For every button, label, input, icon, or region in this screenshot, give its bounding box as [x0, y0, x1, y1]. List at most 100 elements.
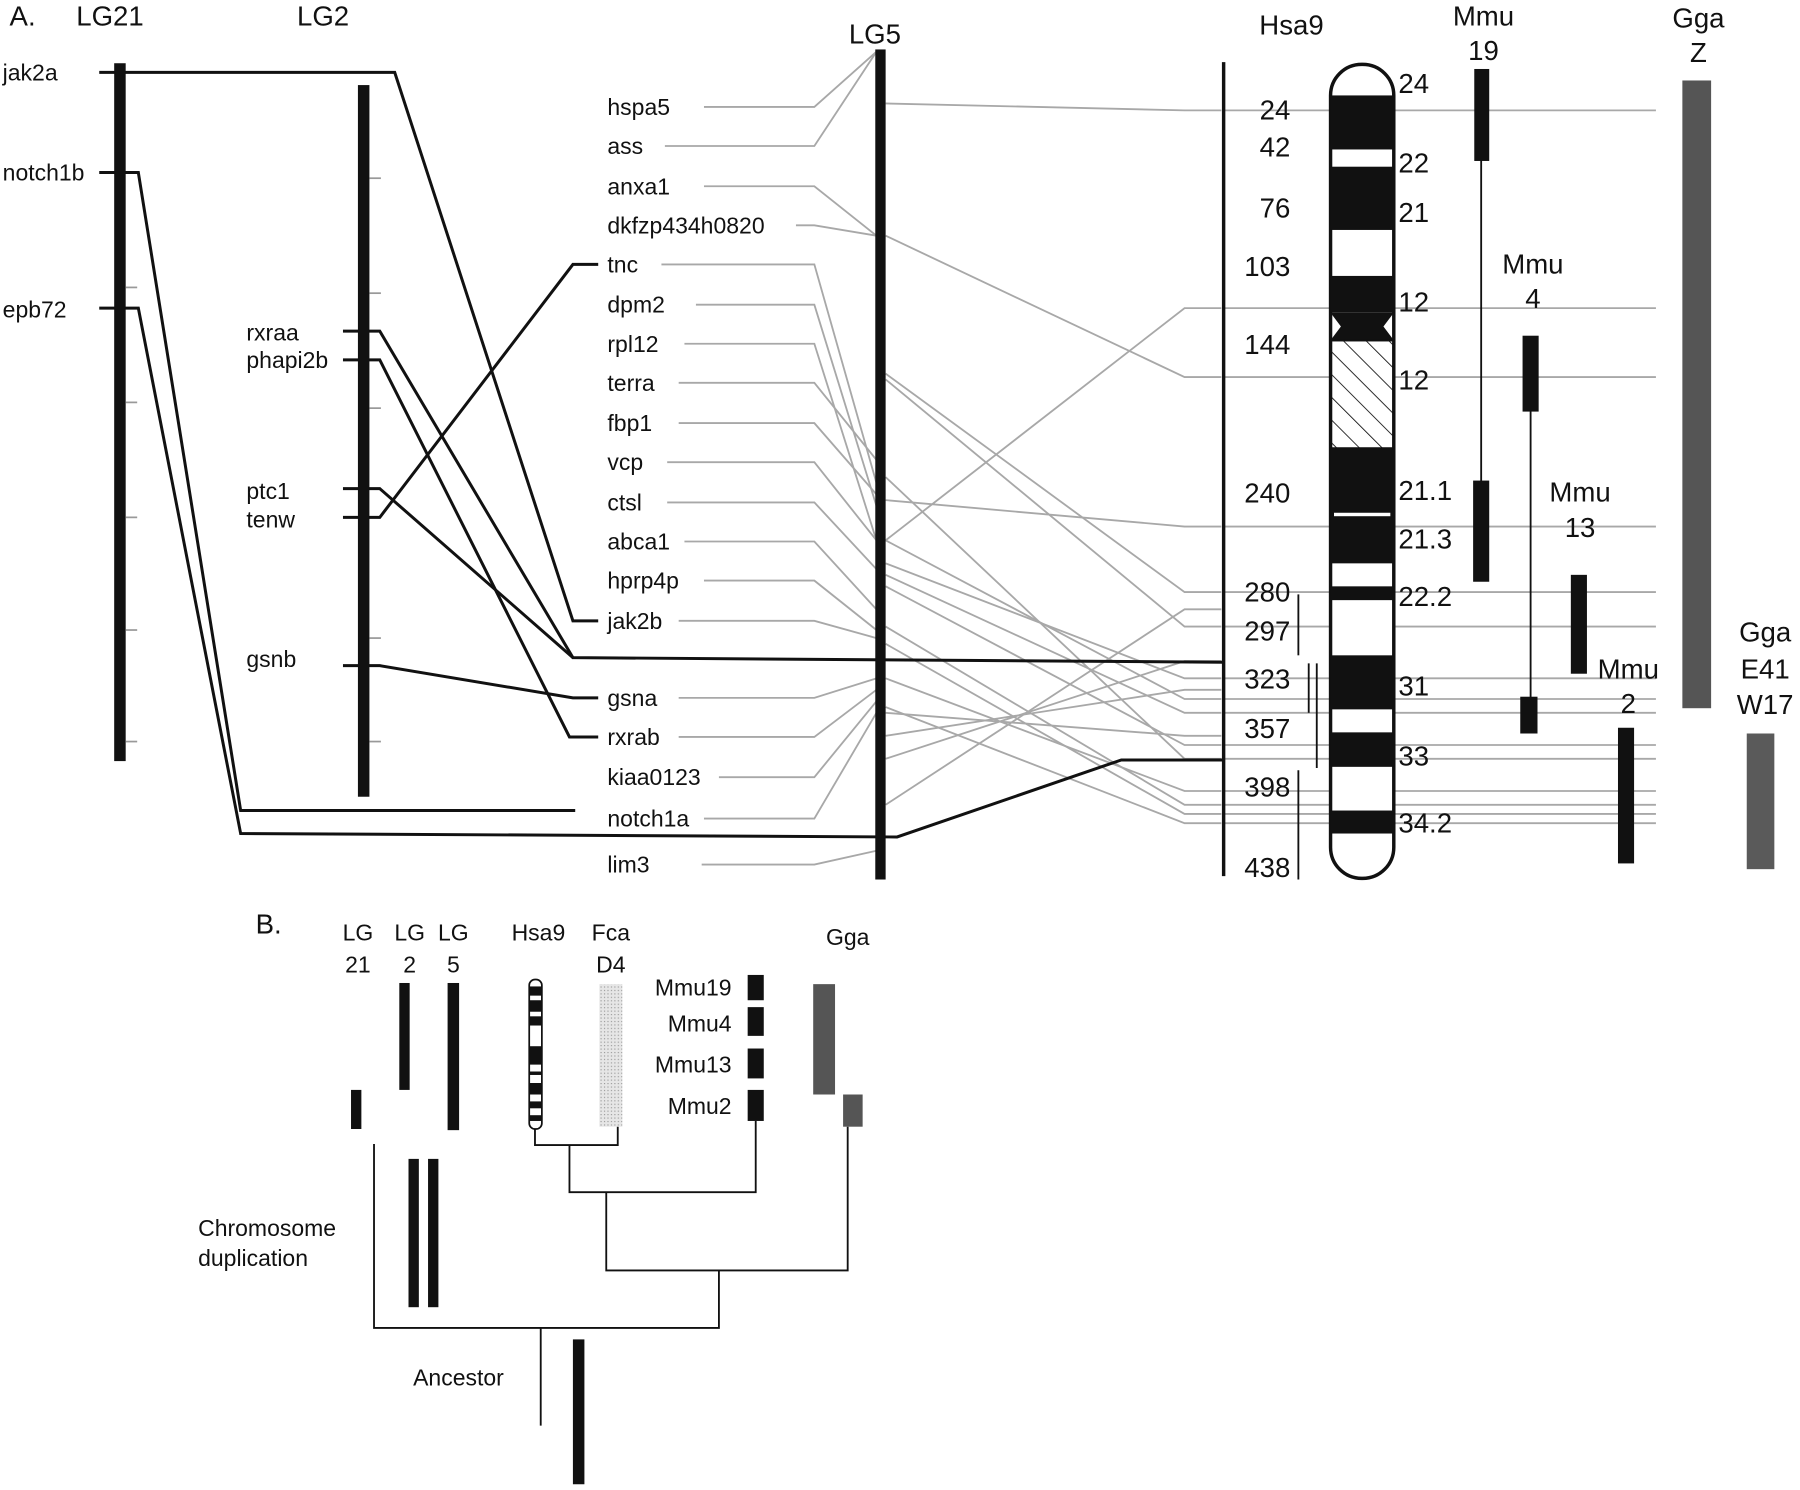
- homology-line: [678, 677, 877, 699]
- gene-label: phapi2b: [246, 347, 328, 373]
- gga-e41-title: W17: [1737, 689, 1794, 720]
- b-duplication-label: duplication: [198, 1245, 308, 1271]
- gene-label: jak2b: [606, 608, 662, 634]
- mmu19-title: 19: [1468, 35, 1499, 66]
- homology-line: [795, 224, 877, 237]
- b-ancestor-bar: [572, 1339, 585, 1485]
- homology-line: [885, 562, 1222, 680]
- gene-label: abca1: [607, 529, 670, 555]
- gene-label: gsna: [607, 685, 657, 711]
- b-gga-bar: [813, 984, 836, 1095]
- homology-line: [885, 378, 1222, 628]
- mmu13-title: Mmu: [1549, 476, 1610, 507]
- lg5-bar: [875, 49, 886, 880]
- gene-label: anxa1: [607, 173, 670, 199]
- b-ancestor-label: Ancestor: [413, 1364, 504, 1390]
- paralog-line: [99, 170, 576, 813]
- gene-label: epb72: [3, 296, 67, 322]
- b-hsa9-mini-ideogram: [528, 978, 543, 1130]
- homology-line: [678, 422, 878, 495]
- mmu19-title: Mmu: [1453, 0, 1514, 31]
- homology-line: [885, 372, 1222, 594]
- b-duplication-label: Chromosome: [198, 1215, 336, 1241]
- homology-line: [885, 625, 1222, 806]
- hsa9-band-label: 12: [1398, 365, 1429, 396]
- homology-line: [885, 585, 1222, 746]
- hsa9-position-label: 297: [1244, 615, 1290, 646]
- hsa9-position-label: 76: [1260, 192, 1291, 223]
- mmu4-segment: [1522, 335, 1539, 412]
- hsa9-band-label: 22: [1398, 147, 1429, 178]
- homology-line: [885, 643, 1222, 815]
- b-fca-label: D4: [596, 952, 626, 978]
- homology-line: [885, 706, 1222, 825]
- gene-label: rxrab: [607, 724, 659, 750]
- gene-label: fbp1: [607, 410, 652, 436]
- hsa9-position-label: 24: [1260, 95, 1291, 126]
- homology-line: [885, 574, 1222, 714]
- hsa9-title: Hsa9: [1259, 9, 1323, 40]
- b-lg2-bar: [399, 982, 410, 1090]
- lg5-title: LG5: [849, 19, 901, 50]
- gray-homology-lines: [661, 51, 1656, 866]
- hsa9-band-label: 24: [1398, 68, 1429, 99]
- paralog-line: [99, 70, 599, 623]
- gene-label: lim3: [607, 852, 649, 878]
- homology-line: [885, 688, 1222, 737]
- homology-line: [703, 51, 878, 108]
- gga-z-title: Z: [1690, 37, 1707, 68]
- homology-line: [684, 342, 878, 541]
- gene-label: dkfzp434h0820: [607, 212, 764, 238]
- hsa9-position-label: 42: [1260, 131, 1291, 162]
- homology-line: [885, 102, 1222, 112]
- gene-label: tenw: [246, 507, 295, 533]
- hsa9-band-label: 33: [1398, 741, 1429, 772]
- linkage-group-ticks: [125, 177, 381, 743]
- b-mmu-label: Mmu19: [655, 975, 732, 1001]
- gene-label: ass: [607, 133, 643, 159]
- b-lg21-bar: [351, 1089, 362, 1129]
- hsa9-band-label: 21.3: [1398, 523, 1452, 554]
- homology-line: [667, 461, 878, 541]
- b-mmu-label: Mmu13: [655, 1052, 732, 1078]
- hsa9-ideogram: [1328, 62, 1396, 881]
- b-fca-label: Fca: [592, 919, 631, 945]
- b-lg5-label: 5: [447, 952, 460, 978]
- paralog-line: [342, 487, 574, 659]
- homology-line: [664, 51, 878, 147]
- lg21-bar: [114, 63, 126, 762]
- b-mmu-label: Mmu4: [668, 1010, 732, 1036]
- mmu4-title: Mmu: [1502, 249, 1563, 280]
- homology-line: [661, 263, 878, 484]
- gene-label: notch1a: [607, 806, 689, 832]
- mmu2-title: 2: [1621, 688, 1636, 719]
- hsa9-band-label: 31: [1398, 671, 1429, 702]
- homology-line: [718, 700, 878, 779]
- homology-line: [885, 234, 1222, 379]
- homology-line: [885, 608, 1222, 806]
- hsa9-band-label: 21.1: [1398, 475, 1452, 506]
- homology-line: [885, 677, 1222, 792]
- homology-line: [703, 185, 878, 237]
- b-mmu13-box: [747, 1048, 764, 1079]
- gene-label: ctsl: [607, 489, 641, 515]
- hsa9-position-label: 240: [1244, 477, 1290, 508]
- mmu2-segment: [1617, 727, 1635, 864]
- gga-z-title: Gga: [1672, 3, 1725, 34]
- b-mmu-label: Mmu2: [668, 1093, 732, 1119]
- b-duplication-bar: [408, 1158, 419, 1308]
- hsa9-position-label: 144: [1244, 329, 1290, 360]
- hsa9-position-label: 103: [1244, 251, 1290, 282]
- hsa9-band-label: 34.2: [1398, 807, 1452, 838]
- lg2-title: LG2: [297, 0, 349, 31]
- hsa9-position-label: 398: [1244, 772, 1290, 803]
- gene-label: rpl12: [607, 331, 658, 357]
- b-hsa9-label: Hsa9: [512, 919, 566, 945]
- b-gga-bar: [843, 1094, 863, 1127]
- hsa9-band-label: 12: [1398, 287, 1429, 318]
- b-mmu4-box: [747, 1007, 764, 1036]
- hsa9-position-label: 438: [1244, 852, 1290, 883]
- gene-label: ptc1: [246, 478, 289, 504]
- b-lg21-label: 21: [345, 952, 371, 978]
